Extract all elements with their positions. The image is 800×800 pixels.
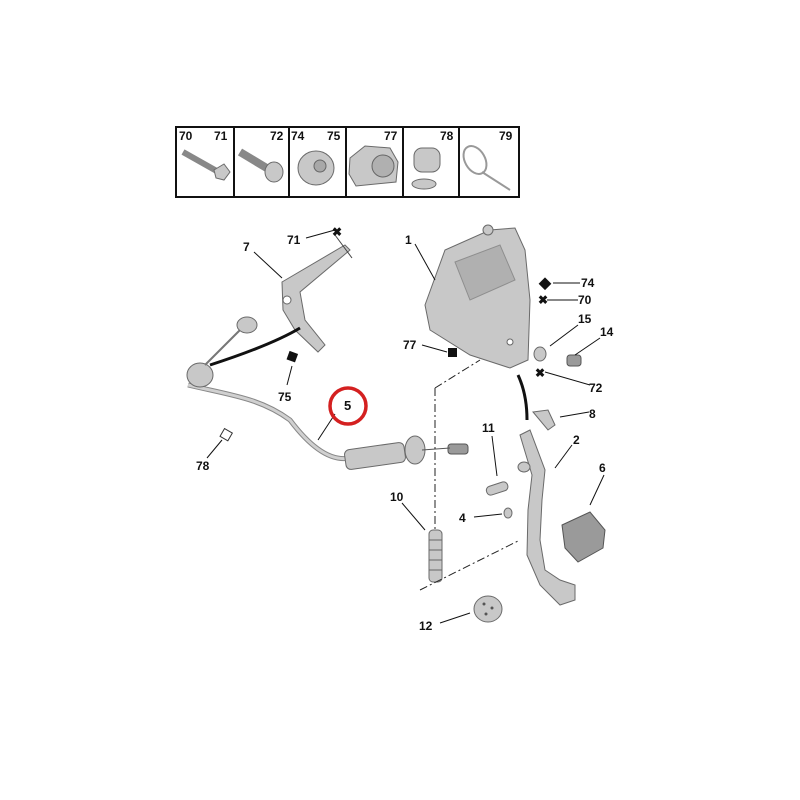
callout-2: 2	[573, 433, 580, 447]
callout-7: 7	[243, 240, 250, 254]
pedal-box-bracket	[424, 224, 531, 369]
callout-11: 11	[482, 421, 495, 435]
nut-marker-icon	[286, 350, 299, 363]
strip-label-78: 78	[440, 129, 454, 143]
stop-4	[503, 507, 513, 519]
highlighted-callout-5[interactable]: 5	[328, 386, 368, 426]
assembly-line	[419, 539, 521, 591]
cross-marker-icon: ✖	[535, 366, 545, 380]
callout-10: 10	[390, 490, 404, 504]
clip-marker-icon	[219, 427, 234, 442]
callout-70: 70	[578, 293, 592, 307]
bolt-14	[566, 354, 582, 367]
callout-1: 1	[405, 233, 412, 247]
callout-74: 74	[581, 276, 595, 290]
callout-8: 8	[589, 407, 596, 421]
cable-tie-icon	[462, 145, 511, 191]
clutch-cable	[186, 316, 469, 470]
strip-label-72: 72	[270, 129, 284, 143]
hex-nut-icon	[348, 145, 399, 187]
hardware-strip: 70 71 72 74 75 77 78 79	[175, 126, 520, 198]
assembly-line	[434, 359, 481, 389]
callout-14: 14	[600, 325, 614, 339]
strip-label-74: 74	[291, 129, 305, 143]
callout-75: 75	[278, 390, 292, 404]
callout-72: 72	[589, 381, 603, 395]
cross-marker-icon: ✖	[538, 293, 548, 307]
callout-4: 4	[459, 511, 466, 525]
strip-label-75: 75	[327, 129, 341, 143]
callout-5: 5	[344, 398, 351, 413]
nut-marker-icon	[538, 277, 552, 291]
strip-label-70: 70	[179, 129, 193, 143]
callout-labels: 1 7 71 74 70 15 14 77 72 75 8 11 2 6 78 …	[196, 233, 614, 633]
pad-12	[473, 595, 503, 623]
highlight-circle	[328, 386, 368, 426]
callout-6: 6	[599, 461, 606, 475]
callout-77: 77	[403, 338, 417, 352]
callout-78: 78	[196, 459, 210, 473]
callout-15: 15	[578, 312, 592, 326]
strip-label-77: 77	[384, 129, 398, 143]
flanged-bolt-icon	[237, 148, 284, 183]
strip-label-71: 71	[214, 129, 228, 143]
leader-lines	[206, 229, 605, 624]
cross-marker-icon: ✖	[332, 225, 342, 239]
strip-label-79: 79	[499, 129, 513, 143]
bolt-icon	[181, 149, 231, 181]
clutch-fork-lever	[281, 234, 353, 353]
callout-71: 71	[287, 233, 301, 247]
bushing-15	[533, 346, 547, 362]
nut-marker-icon	[448, 348, 457, 357]
flange-nut-icon	[297, 150, 335, 186]
callout-12: 12	[419, 619, 433, 633]
clip-icon	[411, 147, 441, 190]
clutch-pedal	[516, 374, 606, 606]
spring	[428, 529, 443, 583]
pin-11	[485, 481, 509, 496]
